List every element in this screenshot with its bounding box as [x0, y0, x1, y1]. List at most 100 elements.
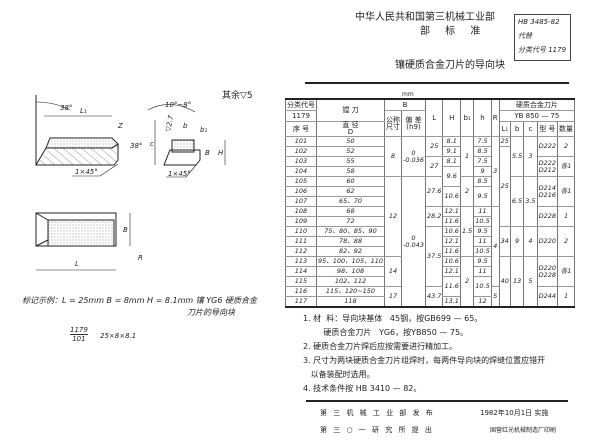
chamfer-label: 1×45° [75, 168, 98, 176]
note-item: 4. 技术条件按 HB 3410 — 82。 [303, 384, 422, 393]
table-cell: 10.5 [473, 246, 492, 257]
table-cell: 1 [557, 286, 576, 308]
surface-note: 其余▽5 [222, 91, 253, 101]
table-cell: 102 [285, 146, 317, 157]
header-seq: 序 号 [285, 121, 317, 137]
table-cell: 110 [285, 226, 317, 237]
table-cell: 10.5 [473, 276, 492, 297]
table-cell: 75、80、85、90 [316, 226, 385, 237]
unit-label: mm [402, 91, 414, 98]
table-cell: 12.1 [442, 206, 461, 217]
table-cell: 62 [316, 186, 385, 197]
publisher: 国营红光机械制造厂印刷 [490, 427, 557, 434]
table-cell: 9 [509, 226, 525, 257]
table-cell: 10.6 [442, 226, 461, 237]
replaces-label: 代替 [518, 32, 532, 40]
table-cell: 43.7 [424, 286, 444, 308]
B-label: B [205, 149, 210, 157]
table-cell: 2 [557, 136, 576, 157]
H-label: H [218, 149, 224, 157]
table-cell: 13.1 [442, 296, 461, 308]
table-cell: D222 D212 [536, 156, 559, 177]
table-cell: 0 -0.043 [401, 176, 426, 308]
table-cell: 12 [384, 176, 402, 257]
note-item: 2. 硬质合金刀片焊后应按需要进行精加工。 [303, 342, 458, 351]
table-cell: 8.1 [442, 156, 461, 167]
table-cell: 118 [316, 296, 385, 308]
table-cell: 115 [285, 276, 317, 287]
header-L1: L₁ [498, 121, 511, 137]
marking-example: 标记示例：L = 25mm B = 8mm H = 8.1mm 镶 YG6 硬质… [22, 295, 257, 319]
c-label: c [150, 140, 154, 148]
note-item: 1. 材 料：导向块基体 45钢，按GB699 — 65。 [303, 314, 483, 323]
proposed-by: 第 三 ○ 一 研 究 所 提 出 [320, 426, 434, 434]
table-cell: 3 [523, 136, 538, 177]
header-b: b [509, 121, 525, 137]
table-cell: 12 [473, 296, 492, 308]
table-cell: 25 [498, 136, 511, 147]
end-view [147, 104, 226, 178]
table-cell: 103 [285, 156, 317, 167]
effective-date: 1982年10月1日 实施 [480, 409, 549, 417]
table-cell: 12.1 [442, 266, 461, 277]
L-label: L [75, 260, 79, 268]
b-label: b [183, 122, 188, 130]
ministry-name: 中华人民共和国第三机械工业部 [355, 12, 495, 23]
header-R: R [490, 99, 500, 137]
fraction-top: 1179 [70, 326, 88, 335]
L1-label: L₁ [80, 107, 87, 115]
table-cell: 50 [316, 136, 385, 147]
table-cell: 3 [490, 136, 500, 207]
table-cell: 116 [285, 286, 317, 297]
table-cell: 115、120~150 [316, 286, 385, 297]
standard-type: 部 标 准 [420, 26, 487, 37]
table-cell: 65、70 [316, 196, 385, 207]
table-cell: 114 [285, 266, 317, 277]
table-cell: 5 [490, 286, 500, 308]
table-cell: 28.2 [424, 206, 444, 227]
table-cell: 105 [285, 176, 317, 187]
example-line-1: 标记示例：L = 25mm B = 8mm H = 8.1mm 镶 YG6 硬质… [22, 296, 257, 305]
table-cell: 102、112 [316, 276, 385, 287]
table-cell: 各1 [557, 176, 576, 207]
table-cell: 104 [285, 166, 317, 177]
standard-code: HB 3485-82 [518, 18, 560, 26]
header-B-tol: 偏 差 (h9) [401, 110, 426, 137]
table-cell: 68 [316, 206, 385, 217]
header-blade: 硬质合金刀片 [498, 99, 576, 111]
top-view [35, 212, 131, 271]
issued-by: 第 三 机 械 工 业 部 发 布 [320, 409, 435, 417]
table-cell: 11 [473, 236, 492, 247]
table-cell: 27.6 [424, 176, 444, 207]
table-cell: D220 [536, 226, 559, 257]
table-cell: 9 [473, 166, 492, 177]
table-cell: 0 -0.036 [401, 136, 426, 177]
table-cell: 9.5 [473, 226, 492, 237]
table-cell: 7.5 [473, 156, 492, 167]
table-cell: 12.1 [442, 236, 461, 247]
footer-rule [306, 400, 568, 402]
table-cell: 111 [285, 236, 317, 247]
table-cell: D214 D216 [536, 176, 559, 207]
table-cell: 4 [490, 206, 500, 287]
table-cell: 108 [285, 206, 317, 217]
header-type: 型 号 [536, 121, 559, 137]
table-cell: 11.6 [442, 276, 461, 297]
class-code: 分类代号 1179 [518, 46, 567, 54]
table-cell: 37.5 [424, 226, 444, 287]
table-cell: 25 [424, 136, 444, 157]
table-cell: 6.5 [509, 176, 525, 227]
table-cell: 40 [498, 256, 511, 308]
table-cell: 117 [285, 296, 317, 308]
angle-label: 38° [60, 104, 72, 112]
